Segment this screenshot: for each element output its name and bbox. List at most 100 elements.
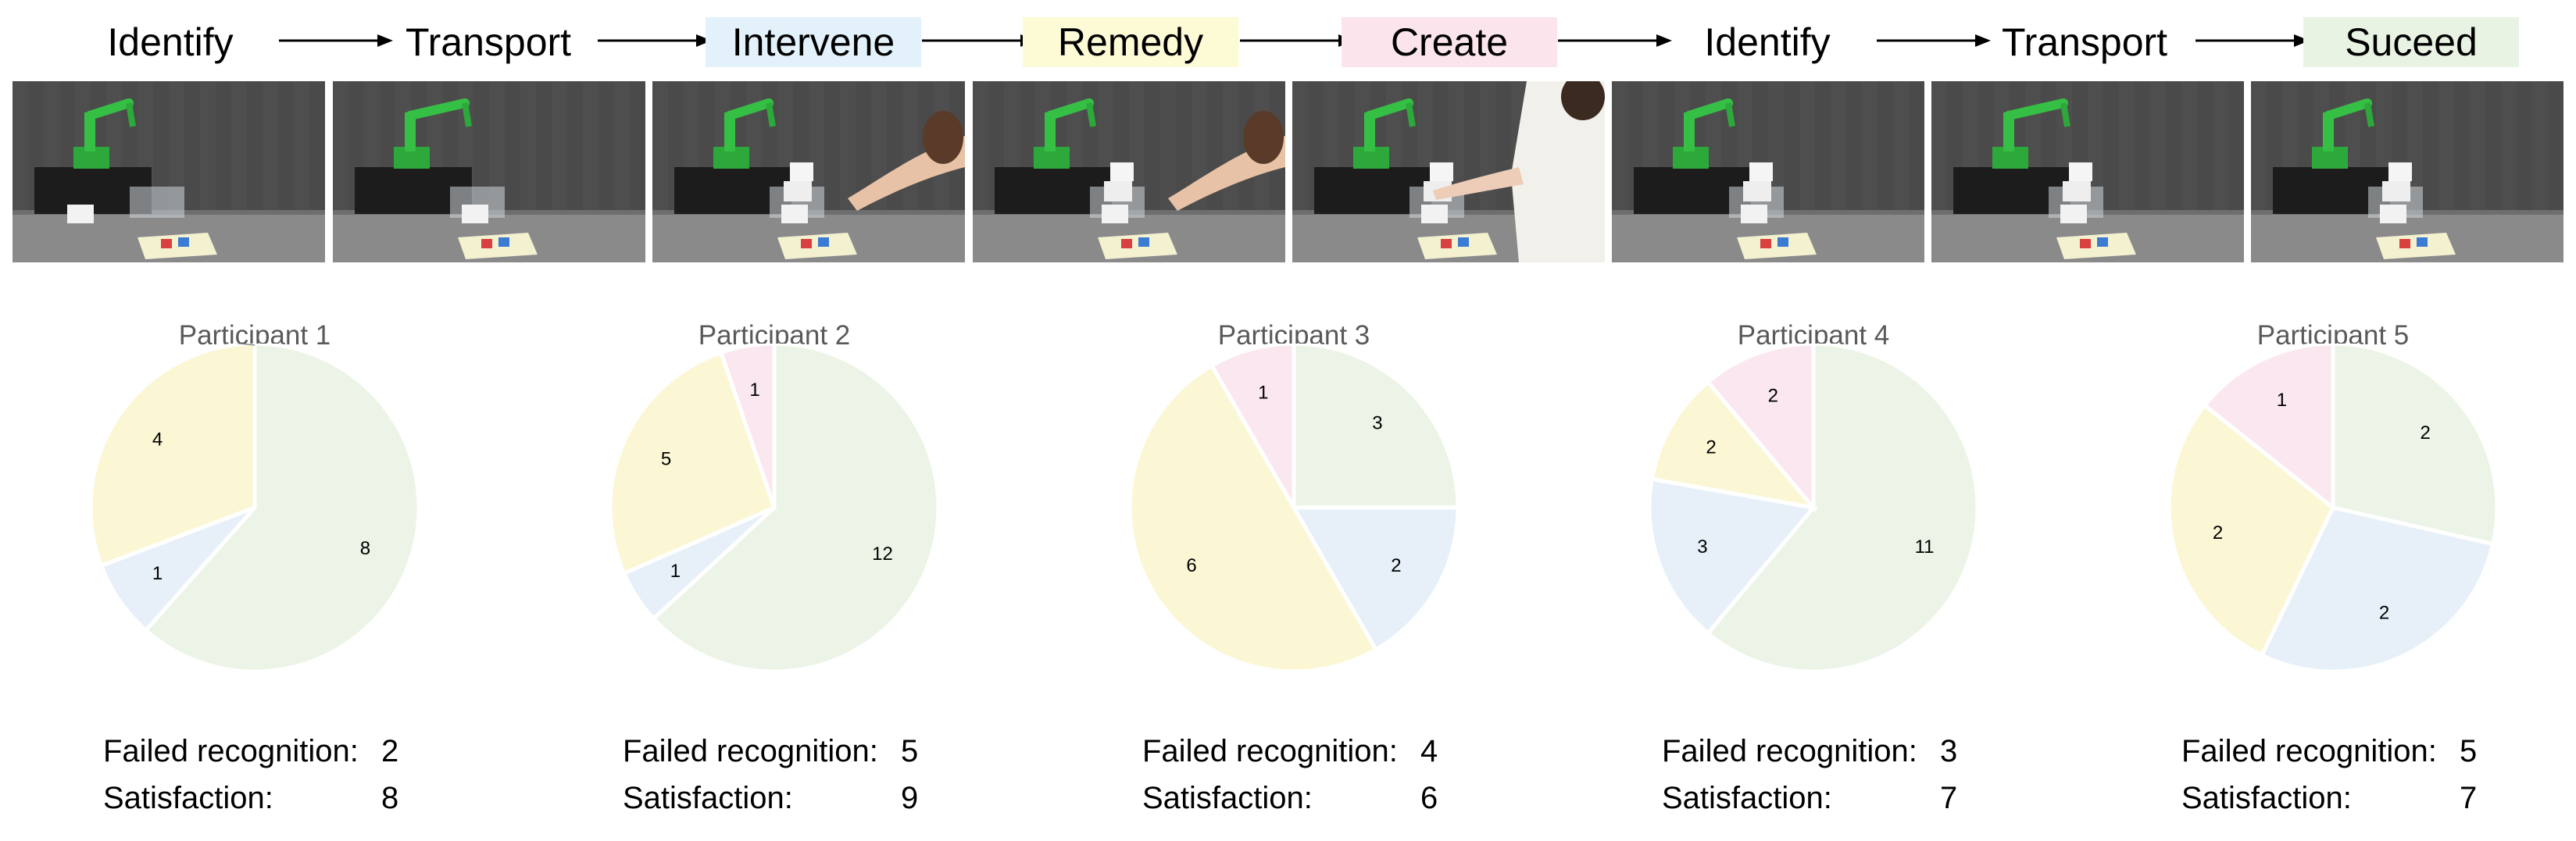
robot-arm-icon <box>394 98 472 169</box>
pie-slice-create <box>718 344 777 508</box>
failed-recognition-row: Failed recognition: 3 <box>1662 734 1974 773</box>
right-arrow-icon <box>1240 34 1354 47</box>
satisfaction-label: Satisfaction: <box>623 781 793 815</box>
robot-arm-icon <box>1353 98 1416 169</box>
satisfaction-value: 7 <box>1940 781 1958 815</box>
frame-photo-3 <box>652 81 965 262</box>
robot-arm-icon <box>713 98 776 169</box>
pie-slice-remedy <box>1127 362 1379 674</box>
satisfaction-row: Satisfaction:7 <box>2181 781 2494 820</box>
satisfaction-row: Satisfaction: 8 <box>103 781 416 820</box>
step-label-transport: Transport <box>2001 20 2168 64</box>
slice-value-label: 1 <box>2277 390 2287 411</box>
pie-slice-intervene <box>1647 476 1817 636</box>
slice-value-label: 2 <box>1391 555 1401 576</box>
failed-recognition-label: Failed recognition: <box>103 734 359 768</box>
frame-photo-5 <box>1292 81 1605 262</box>
right-arrow-icon <box>1877 34 1991 47</box>
failed-recognition-row: Failed recognition: 2 <box>103 734 416 773</box>
slice-value-label: 6 <box>1186 555 1196 576</box>
slice-value-label: 2 <box>1768 385 1778 406</box>
slice-value-label: 1 <box>152 563 163 584</box>
slice-value-label: 1 <box>749 380 759 401</box>
step-label-identify: Identify <box>1704 20 1831 64</box>
slice-value-label: 0 <box>140 344 150 347</box>
pie-slice-remedy <box>88 344 257 568</box>
pie-slice-create <box>1705 344 1816 513</box>
slice-value-label: 11 <box>1915 536 1935 558</box>
step-label-suceed: Suceed <box>2303 17 2519 67</box>
pie-slice-success <box>2331 344 2499 547</box>
satisfaction-row: Satisfaction: 9 <box>623 781 935 820</box>
failed-recognition-value: 4 <box>1420 734 1438 768</box>
slice-value-label: 3 <box>1697 536 1707 558</box>
frame-photo-1 <box>13 81 325 262</box>
frame-photo-8 <box>2251 81 2563 262</box>
failed-recognition-row: Failed recognition:5 <box>623 734 935 773</box>
satisfaction-value: 7 <box>2460 781 2478 815</box>
pie-slice-remedy <box>1649 379 1819 511</box>
robot-arm-icon <box>1673 98 1735 169</box>
pie-chart: 11 3 2 2 <box>1647 344 1980 674</box>
frame-photo-2 <box>333 81 645 262</box>
failed-recognition-label: Failed recognition: <box>1662 734 1917 768</box>
frame-photo-7 <box>1931 81 2244 262</box>
right-arrow-icon <box>922 34 1036 47</box>
failed-recognition-label: Failed recognition: <box>1142 734 1398 768</box>
pie-slice-intervene <box>2259 505 2496 674</box>
step-label-transport: Transport <box>405 20 572 64</box>
slice-value-label: 8 <box>360 538 370 559</box>
step-label-remedy: Remedy <box>1023 17 1238 67</box>
robot-arm-icon <box>2312 98 2374 169</box>
slice-value-label: 2 <box>2379 603 2389 624</box>
frame-photo-6 <box>1612 81 1924 262</box>
pie-slice-success <box>1292 344 1460 510</box>
failed-recognition-value: 3 <box>1940 734 1958 768</box>
satisfaction-row: Satisfaction: 6 <box>1142 781 1455 820</box>
failed-recognition-row: Failed recognition:5 <box>2181 734 2494 773</box>
right-arrow-icon <box>1558 34 1672 47</box>
pie-slice-remedy <box>2167 402 2336 658</box>
satisfaction-value: 6 <box>1420 781 1438 815</box>
right-arrow-icon <box>279 34 393 47</box>
robot-arm-icon <box>73 98 136 169</box>
robot-arm-icon <box>1992 98 2070 169</box>
satisfaction-value: 9 <box>901 781 919 815</box>
slice-value-label: 2 <box>2213 522 2223 543</box>
failed-recognition-value: 5 <box>2460 734 2478 768</box>
robot-arm-icon <box>1034 98 1096 169</box>
pie-slice-success <box>650 344 941 674</box>
slice-value-label: 3 <box>1372 412 1382 433</box>
slice-value-label: 2 <box>2421 422 2431 444</box>
step-label-identify: Identify <box>107 20 234 64</box>
slice-value-label: 1 <box>670 561 681 582</box>
photo-strip <box>0 81 2576 265</box>
failed-recognition-value: 2 <box>381 734 399 768</box>
pie-chart: 8 1 4 0 <box>88 344 421 674</box>
participant-pie-charts: Participant 18140Failed recognition:2Sat… <box>0 305 2576 841</box>
step-label-create: Create <box>1342 17 1557 67</box>
satisfaction-value: 8 <box>381 781 399 815</box>
pie-slice-remedy <box>608 350 777 576</box>
failed-recognition-label: Failed recognition: <box>623 734 878 768</box>
pie-slice-intervene <box>1290 505 1460 653</box>
satisfaction-label: Satisfaction: <box>1142 781 1313 815</box>
pie-slice-create <box>1209 344 1296 515</box>
slice-value-label: 12 <box>872 543 893 565</box>
pie-slice-success <box>143 344 421 674</box>
slice-value-label: 2 <box>1706 437 1716 458</box>
right-arrow-icon <box>598 34 712 47</box>
satisfaction-label: Satisfaction: <box>103 781 273 815</box>
frame-photo-4 <box>973 81 1285 262</box>
pie-slice-success <box>1705 344 1980 674</box>
satisfaction-label: Satisfaction: <box>1662 781 1832 815</box>
failed-recognition-row: Failed recognition: 4 <box>1142 734 1455 773</box>
slice-value-label: 4 <box>152 429 163 450</box>
